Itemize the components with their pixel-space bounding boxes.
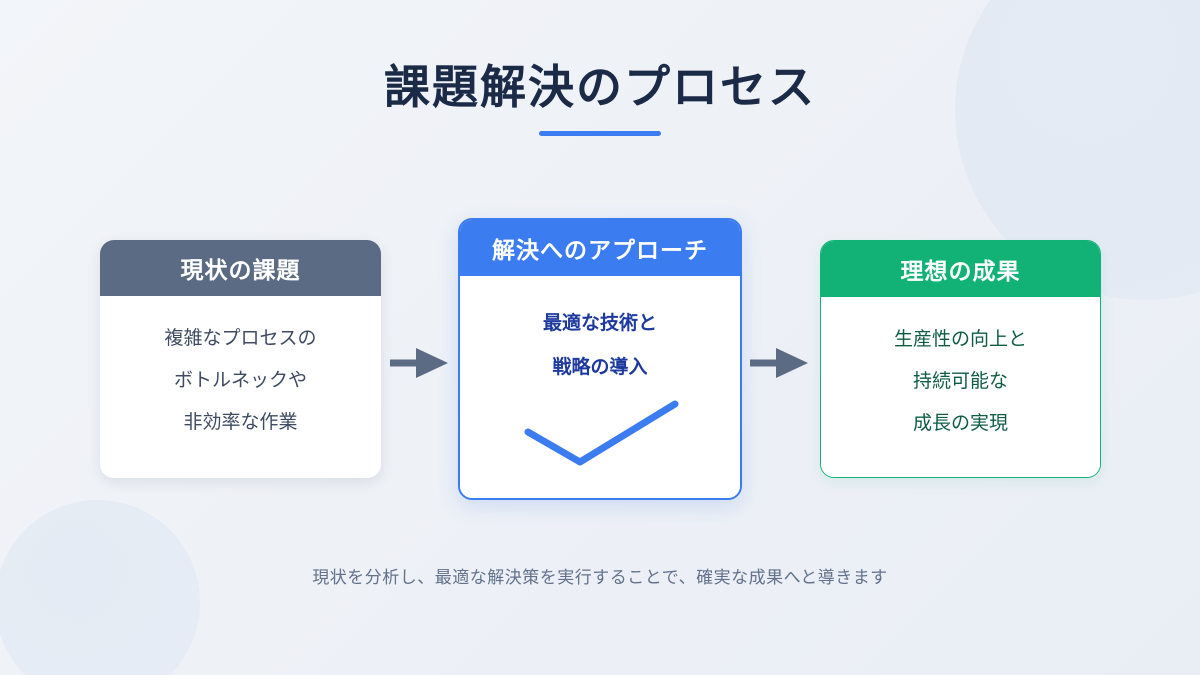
title-block: 課題解決のプロセス: [0, 60, 1200, 137]
card-outcome-body: 生産性の向上と 持続可能な 成長の実現: [821, 297, 1100, 475]
card-approach-line-1: 最適な技術と: [542, 313, 657, 334]
check-icon: [510, 398, 690, 468]
card-approach-line-2: 戦略の導入: [552, 357, 648, 378]
card-outcome[interactable]: 理想の成果 生産性の向上と 持続可能な 成長の実現: [820, 240, 1101, 478]
card-problem-line-2: ボトルネックや: [173, 370, 307, 391]
card-outcome-header: 理想の成果: [821, 241, 1100, 297]
card-problem-body: 複雑なプロセスの ボトルネックや 非効率な作業: [100, 296, 381, 478]
card-approach-header: 解決へのアプローチ: [460, 220, 740, 276]
card-problem-header: 現状の課題: [100, 240, 381, 296]
title-underline: [539, 131, 661, 137]
page-title: 課題解決のプロセス: [384, 61, 816, 113]
arrow-problem-to-approach: [390, 346, 450, 380]
card-outcome-line-1: 生産性の向上と: [893, 329, 1027, 350]
card-approach-body: 最適な技術と 戦略の導入: [460, 276, 740, 498]
card-outcome-line-3: 成長の実現: [912, 413, 1008, 434]
card-problem[interactable]: 現状の課題 複雑なプロセスの ボトルネックや 非効率な作業: [100, 240, 381, 478]
card-approach[interactable]: 解決へのアプローチ 最適な技術と 戦略の導入: [458, 218, 742, 500]
card-problem-line-3: 非効率な作業: [183, 412, 298, 433]
process-flow-row: 現状の課題 複雑なプロセスの ボトルネックや 非効率な作業 解決へのアプローチ …: [0, 218, 1200, 508]
slide-caption: 現状を分析し、最適な解決策を実行することで、確実な成果へと導きます: [312, 568, 888, 587]
card-problem-line-1: 複雑なプロセスの: [164, 328, 317, 349]
card-outcome-line-2: 持続可能な: [912, 371, 1008, 392]
arrow-approach-to-outcome: [750, 346, 810, 380]
